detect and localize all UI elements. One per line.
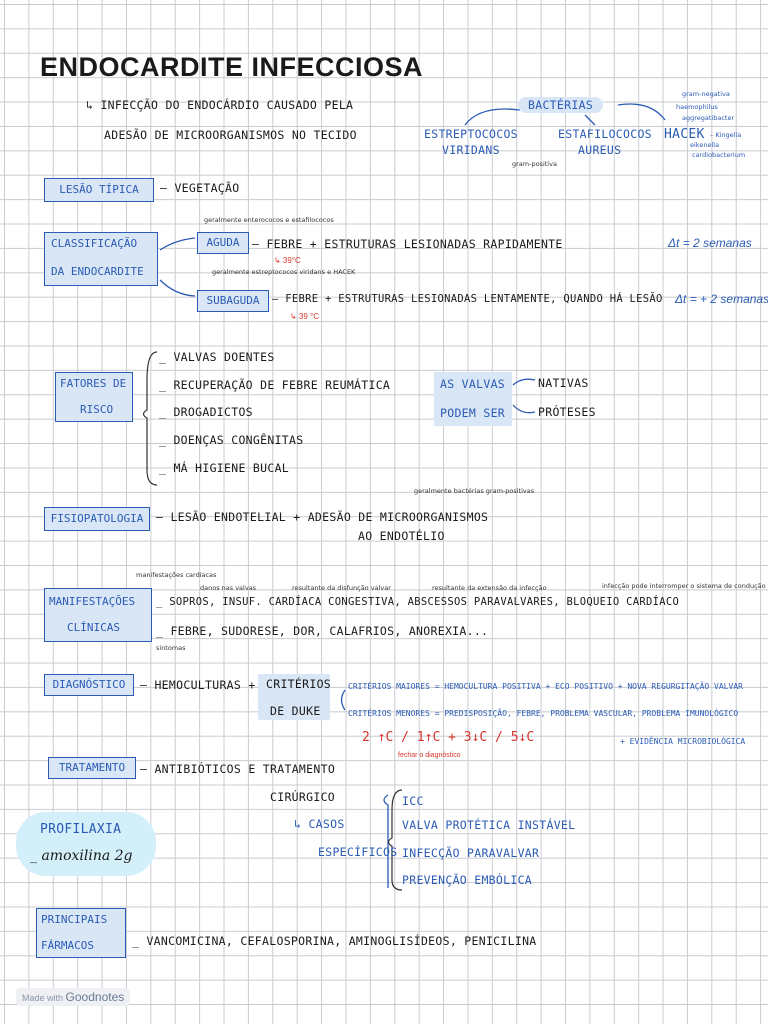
diagnostico-label: DIAGNÓSTICO — [52, 678, 126, 691]
manifestacoes-box: MANIFESTAÇÕES CLÍNICAS — [44, 588, 152, 642]
hacek-note-3: aggregatibacter — [682, 114, 735, 122]
intro-line-1: ↳ INFECÇÃO DO ENDOCÁRDIO CAUSADO PELA — [86, 98, 354, 112]
subaguda-note: geralmente estreptococos viridans e HACE… — [212, 268, 356, 276]
aguda-label: AGUDA — [206, 236, 240, 249]
farmacos-box: PRINCIPAIS FÁRMACOS — [36, 908, 126, 958]
hacek-note-6: cardiobacterium — [692, 151, 746, 159]
strepto-line-2: VIRIDANS — [442, 143, 500, 157]
subaguda-box: SUBAGUDA — [197, 290, 269, 312]
fator-item-2: _ RECUPERAÇÃO DE FEBRE REUMÁTICA — [159, 378, 391, 392]
goodnotes-badge[interactable]: Made with Goodnotes — [16, 988, 131, 1006]
hacek-label: HACEK — [664, 127, 705, 142]
criterios-highlight — [258, 674, 330, 720]
fatores-box: FATORES DE RISCO — [55, 372, 133, 422]
diagnostico-text: — HEMOCULTURAS + — [140, 678, 256, 692]
tratamento-item-4: PREVENÇÃO EMBÓLICA — [402, 873, 533, 887]
footer-made: Made with — [22, 993, 64, 1003]
profilaxia-text: _ amoxilina 2g — [30, 848, 133, 864]
casos-label-2: ESPECÍFICOS — [318, 845, 398, 859]
tratamento-text-2: CIRÚRGICO — [270, 790, 336, 804]
fisiopatologia-text-1: — LESÃO ENDOTELIAL + ADESÃO DE MICROORGA… — [156, 510, 489, 524]
note-valvas: danos nas valvas — [200, 584, 257, 592]
note-disfuncao: resultante da disfunção valvar — [292, 584, 391, 592]
fisiopatologia-note: geralmente bactérias gram-positivas — [414, 487, 535, 495]
intro-line-2: ADESÃO DE MICROORGANISMOS NO TECIDO — [104, 128, 357, 142]
fisiopatologia-box: FISIOPATOLOGIA — [44, 507, 150, 531]
fatores-label-2: RISCO — [80, 403, 114, 416]
aguda-dt: Δt = 2 semanas — [668, 236, 752, 250]
lesao-tipica-label: LESÃO TÍPICA — [59, 183, 139, 196]
valvas-label-1: AS VALVAS — [440, 377, 506, 391]
aguda-note: geralmente enterococos e estafilococos — [204, 216, 334, 224]
gram-positiva-note: gram-positiva — [512, 160, 557, 168]
tratamento-item-1: ICC — [402, 794, 424, 808]
note-extensao: resultante da extensão da infecção — [432, 584, 547, 592]
fisiopatologia-label: FISIOPATOLOGIA — [50, 512, 144, 525]
farmacos-label-1: PRINCIPAIS — [41, 913, 108, 926]
farmacos-label-2: FÁRMACOS — [41, 939, 94, 952]
manifestacoes-line-1: _ SOPROS, INSUF. CARDÍACA CONGESTIVA, AB… — [156, 596, 680, 608]
fisiopatologia-text-2: AO ENDOTÉLIO — [358, 529, 445, 543]
aguda-box: AGUDA — [197, 232, 249, 254]
tratamento-box: TRATAMENTO — [48, 757, 136, 779]
manifestacoes-label-2: CLÍNICAS — [67, 621, 120, 634]
manifestacoes-label-1: MANIFESTAÇÕES — [49, 595, 136, 608]
aguda-temp: ↳ 39°C — [274, 256, 301, 265]
subaguda-dt: Δt = + 2 semanas — [675, 292, 768, 306]
subaguda-temp: ↳ 39 °C — [290, 312, 320, 321]
casos-label-1: ↳ CASOS — [294, 817, 345, 831]
profilaxia-title: PROFILAXIA — [40, 822, 122, 837]
criterios-label-2: DE DUKE — [270, 704, 321, 718]
fator-item-5: _ MÁ HIGIENE BUCAL — [159, 461, 290, 475]
lesao-tipica-text: — VEGETAÇÃO — [160, 181, 240, 195]
diagnostico-formula: 2 ↑C / 1↑C + 3↓C / 5↓C — [362, 730, 535, 745]
valvas-label-2: PODEM SER — [440, 406, 506, 420]
criterios-menores: CRITÉRIOS MENORES = PREDISPOSIÇÃO, FEBRE… — [348, 709, 739, 718]
valvas-highlight — [434, 372, 512, 426]
lesao-tipica-box: LESÃO TÍPICA — [44, 178, 154, 202]
tratamento-item-2: VALVA PROTÉTICA INSTÁVEL — [402, 818, 576, 832]
tratamento-item-3: INFECÇÃO PARAVALVAR — [402, 846, 540, 860]
classificacao-box: CLASSIFICAÇÃO DA ENDOCARDITE — [44, 232, 158, 286]
valvas-proteses: PRÓTESES — [538, 405, 596, 419]
subaguda-text: — FEBRE + ESTRUTURAS LESIONADAS LENTAMEN… — [272, 293, 663, 305]
estafilo-line-2: AUREUS — [578, 143, 622, 157]
valvas-nativas: NATIVAS — [538, 376, 589, 390]
farmacos-text: _ VANCOMICINA, CEFALOSPORINA, AMINOGLISÍ… — [132, 934, 537, 948]
note-infeccao: infecção pode interromper o sistema de c… — [602, 582, 766, 590]
tratamento-text-1: — ANTIBIÓTICOS E TRATAMENTO — [140, 762, 336, 776]
note-sintomas: sintomas — [156, 644, 186, 652]
hacek-note-1: gram-negativa — [682, 90, 730, 98]
classificacao-label-2: DA ENDOCARDITE — [51, 265, 144, 278]
tratamento-label: TRATAMENTO — [58, 761, 126, 774]
fatores-label-1: FATORES DE — [60, 377, 127, 390]
aguda-text: — FEBRE + ESTRUTURAS LESIONADAS RAPIDAME… — [252, 237, 563, 251]
manifestacoes-line-2: _ FEBRE, SUDORESE, DOR, CALAFRIOS, ANORE… — [156, 624, 489, 638]
profilaxia-card — [16, 812, 156, 876]
bacterias-label: BACTÉRIAS — [518, 97, 604, 113]
fator-item-1: _ VALVAS DOENTES — [159, 350, 275, 364]
criterios-label-1: CRITÉRIOS — [266, 677, 332, 691]
criterios-maiores: CRITÉRIOS MAIORES = HEMOCULTURA POSITIVA… — [348, 682, 743, 691]
criterios-menores-2: + EVIDÊNCIA MICROBIOLÓGICA — [620, 737, 746, 746]
note-cardiacas: manifestações cardíacas — [136, 571, 217, 579]
page-title: ENDOCARDITE INFECCIOSA — [40, 52, 424, 82]
fator-item-4: _ DOENÇAS CONGÊNITAS — [159, 433, 304, 447]
diagnostico-box: DIAGNÓSTICO — [44, 674, 134, 696]
footer-brand: Goodnotes — [65, 990, 125, 1004]
diagnostico-fechar: fechar o diagnóstico — [398, 752, 461, 759]
classificacao-label-1: CLASSIFICAÇÃO — [51, 237, 138, 250]
fator-item-3: _ DROGADICTOS — [159, 405, 253, 419]
estafilo-line-1: ESTAFILOCOCOS — [558, 127, 652, 141]
hacek-note-2: haemophilus — [676, 103, 718, 111]
hacek-note-4: – Kingella — [710, 131, 742, 139]
hacek-note-5: eikenella — [690, 141, 720, 149]
subaguda-label: SUBAGUDA — [206, 294, 260, 307]
strepto-line-1: ESTREPTOCOCOS — [424, 127, 518, 141]
